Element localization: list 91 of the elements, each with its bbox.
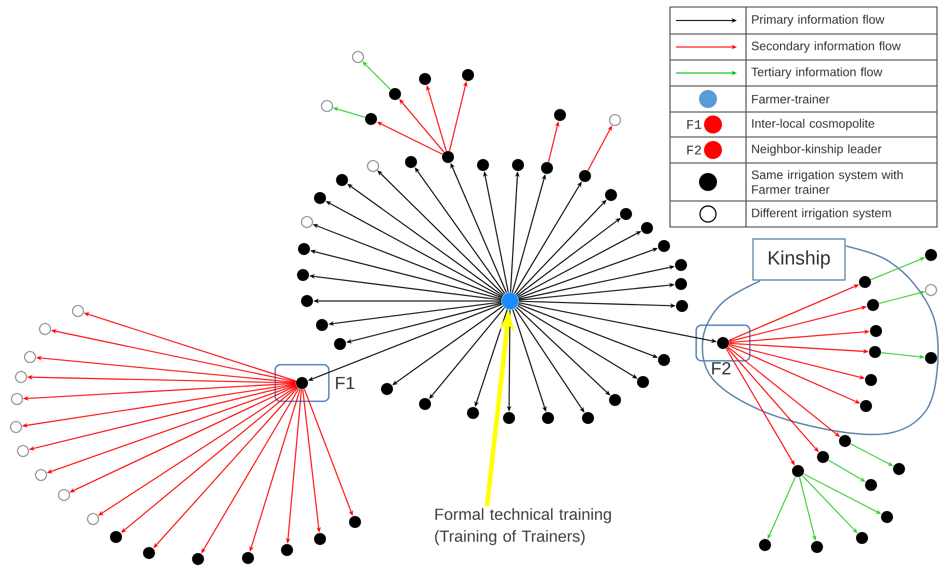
filled-circle	[503, 412, 515, 424]
hollow-circle	[24, 350, 36, 364]
filled-circle	[839, 435, 851, 447]
hollow-circle	[38, 322, 52, 336]
legend-tag: F2	[687, 146, 701, 154]
legend-text: Different irrigation system	[752, 208, 891, 220]
filled-circle	[365, 113, 377, 125]
filled-circle	[792, 465, 804, 477]
legend-text: Farmer-trainer	[752, 94, 830, 104]
filled-circle	[859, 276, 871, 288]
filled-circle	[242, 552, 254, 564]
filled-circle	[110, 531, 122, 543]
legend-tag: F1	[687, 120, 702, 129]
filled-circle	[389, 88, 401, 100]
filled-circle	[579, 170, 591, 182]
filled-circle	[554, 109, 566, 121]
filled-circle	[541, 162, 553, 174]
legend-text: Primary information flow	[752, 14, 884, 26]
filled-circle	[512, 159, 524, 171]
filled-circle	[637, 376, 649, 388]
hollow-circle	[10, 420, 22, 434]
legend-text: Secondary information flow	[752, 41, 901, 53]
filled-circle	[865, 479, 877, 491]
legend-text: Inter-local cosmopolite	[752, 118, 874, 130]
filled-circle	[296, 377, 308, 389]
filled-circle	[477, 159, 489, 171]
group-label: Kinship	[752, 238, 846, 281]
filled-circle	[334, 338, 346, 350]
filled-circle	[582, 412, 594, 424]
filled-circle	[675, 278, 687, 290]
filled-circle	[381, 383, 393, 395]
filled-circle	[893, 463, 905, 475]
filled-circle	[925, 249, 937, 261]
center-circle	[502, 292, 518, 310]
filled-circle	[336, 174, 348, 186]
filled-circle	[192, 553, 204, 565]
hollow-circle	[14, 370, 28, 384]
filled-circle	[865, 374, 877, 386]
filled-circle	[925, 352, 937, 364]
hollow-circle	[86, 512, 100, 526]
filled-circle	[542, 412, 554, 424]
filled-circle	[605, 189, 617, 201]
filled-circle	[314, 192, 326, 204]
hollow-circle	[300, 216, 314, 228]
filled-circle	[658, 240, 670, 252]
filled-circle	[405, 156, 417, 168]
legend-text: Neighbor-kinship leader	[752, 144, 882, 156]
filled-circle	[298, 243, 310, 255]
hollow-circle	[608, 114, 622, 126]
filled-circle	[869, 346, 881, 358]
filled-circle	[419, 398, 431, 410]
filled-circle	[301, 295, 313, 307]
filled-circle	[419, 73, 431, 85]
annotation-text: Formal technical training (Training of Trainers)	[435, 508, 611, 546]
filled-circle	[281, 544, 293, 556]
filled-circle	[620, 208, 632, 220]
filled-circle	[297, 269, 309, 281]
filled-circle	[462, 69, 474, 81]
filled-circle	[881, 511, 893, 523]
hollow-circle	[16, 444, 30, 458]
hollow-circle	[58, 488, 70, 502]
filled-circle	[811, 541, 823, 553]
filled-circle	[860, 400, 872, 412]
hollow-circle	[10, 392, 24, 406]
box-label: F1	[336, 376, 354, 390]
filled-circle	[817, 451, 829, 463]
filled-circle	[867, 299, 879, 311]
filled-circle	[759, 539, 771, 551]
filled-circle	[856, 532, 868, 544]
filled-circle	[467, 407, 479, 419]
filled-circle	[676, 300, 688, 312]
box-label: F2	[712, 362, 730, 374]
hollow-circle	[34, 468, 48, 482]
filled-circle	[658, 354, 670, 366]
hollow-circle	[352, 50, 364, 64]
legend-text: Tertiary information flow	[751, 67, 882, 79]
filled-circle	[314, 533, 326, 545]
hollow-circle	[320, 100, 334, 112]
filled-circle	[675, 259, 687, 271]
filled-circle	[442, 151, 454, 163]
filled-circle	[316, 319, 328, 331]
filled-circle	[609, 394, 621, 406]
filled-circle	[717, 337, 729, 349]
filled-circle	[349, 516, 361, 528]
filled-circle	[143, 547, 155, 559]
hollow-circle	[366, 160, 380, 172]
legend-text: Same irrigation system with Farmer trainer	[752, 170, 903, 194]
filled-circle	[641, 222, 653, 234]
hollow-circle	[924, 284, 938, 296]
filled-circle	[870, 325, 882, 337]
hollow-circle	[72, 304, 84, 318]
